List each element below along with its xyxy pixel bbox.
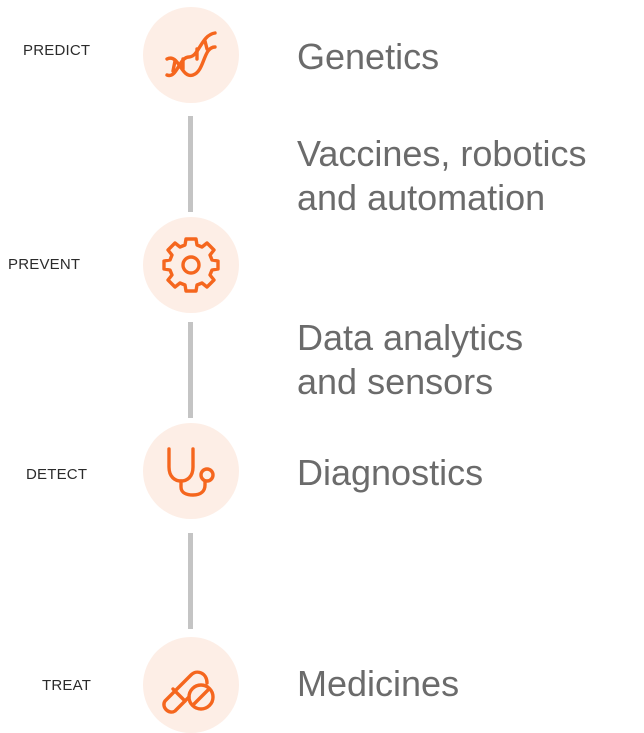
item-vaccines-line-2: and automation [297, 177, 546, 218]
stethoscope-icon [167, 447, 215, 497]
item-genetics-line-1: Genetics [297, 36, 440, 77]
item-diagnostics: Diagnostics [297, 451, 483, 495]
item-diagnostics-line-1: Diagnostics [297, 452, 484, 493]
item-data-analytics-line-2: and sensors [297, 361, 494, 402]
item-data-analytics: Data analytics and sensors [297, 316, 523, 404]
connector-detect-treat [188, 533, 193, 629]
gear-icon [162, 237, 220, 293]
item-genetics: Genetics [297, 35, 439, 79]
detect-circle [143, 423, 239, 519]
pill-icon [162, 670, 215, 714]
predict-circle [143, 7, 239, 103]
item-vaccines-robotics: Vaccines, robotics and automation [297, 132, 586, 220]
stage-label-predict: PREDICT [23, 42, 91, 59]
item-medicines: Medicines [297, 662, 459, 706]
item-data-analytics-line-1: Data analytics [297, 317, 524, 358]
connector-predict-prevent [188, 116, 193, 212]
dna-icon [165, 31, 217, 78]
item-medicines-line-1: Medicines [297, 663, 460, 704]
connector-prevent-detect [188, 322, 193, 418]
treat-circle [143, 637, 239, 733]
prevent-circle [143, 217, 239, 313]
stage-label-treat: TREAT [42, 677, 92, 694]
item-vaccines-line-1: Vaccines, robotics [297, 133, 587, 174]
stage-label-detect: DETECT [26, 466, 88, 483]
stage-label-prevent: PREVENT [8, 256, 81, 273]
